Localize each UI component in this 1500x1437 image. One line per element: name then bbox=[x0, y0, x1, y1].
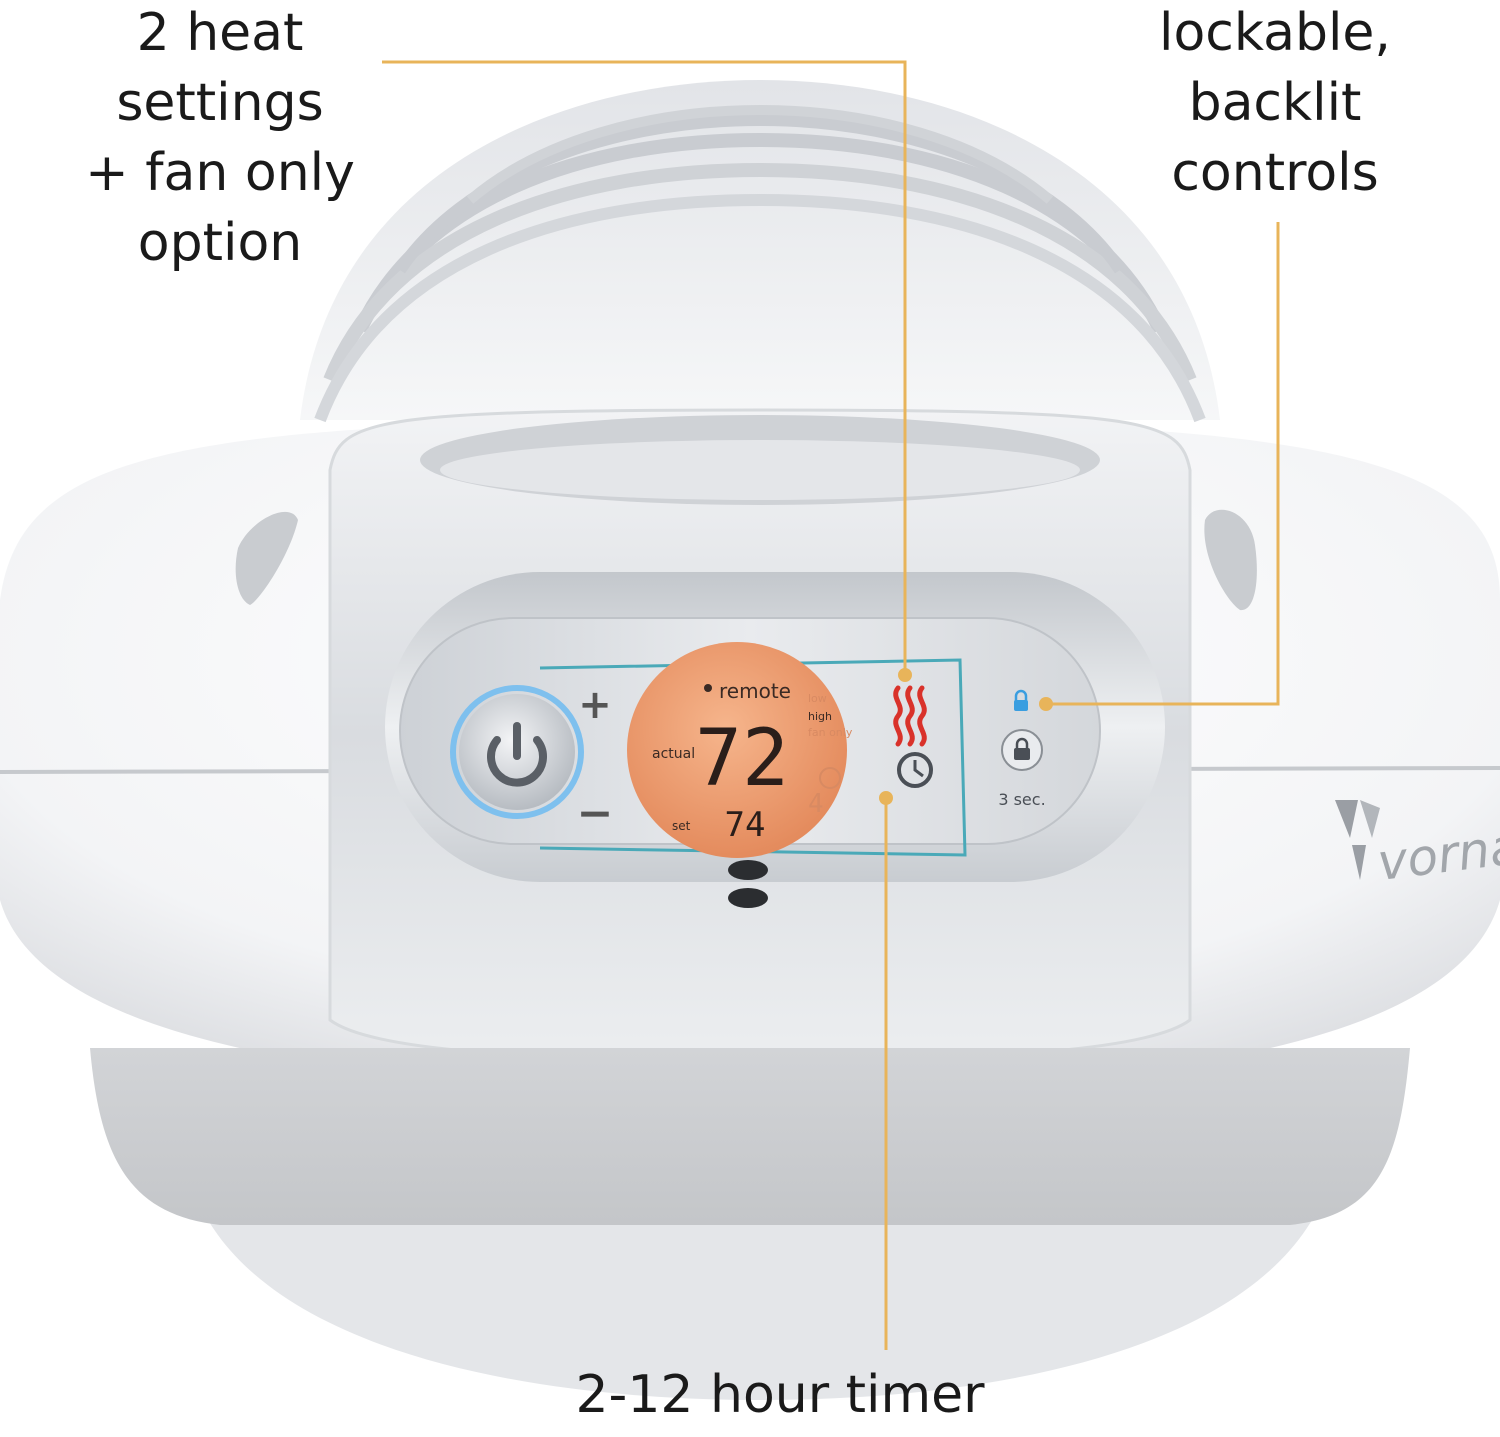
lcd-display: remote low high fan only actual 72 set 7… bbox=[627, 642, 853, 858]
lock-button[interactable] bbox=[1001, 729, 1043, 771]
temp-down-button[interactable]: − bbox=[577, 788, 614, 839]
timer-callout-dot bbox=[879, 791, 893, 805]
heat-button[interactable] bbox=[893, 685, 927, 747]
heat-icon bbox=[893, 685, 903, 747]
callout-heat-line-4: option bbox=[137, 213, 303, 273]
front-shelf bbox=[90, 1048, 1410, 1225]
lcd-timer-digit: 4 bbox=[808, 789, 824, 819]
callout-timer: 2-12 hour timer bbox=[575, 1365, 985, 1425]
lcd-set-label: set bbox=[672, 819, 691, 833]
lock-hold-label: 3 sec. bbox=[998, 790, 1045, 809]
rear-grille bbox=[300, 80, 1220, 423]
sensor-hole-bottom bbox=[728, 888, 768, 908]
lock-callout-dot bbox=[1039, 697, 1053, 711]
callout-lock-line-2: backlit bbox=[1188, 73, 1362, 133]
clock-icon bbox=[897, 752, 933, 788]
callout-lock-line-3: controls bbox=[1171, 143, 1379, 203]
callout-heat-settings: 2 heat settings + fan only option bbox=[40, 0, 400, 278]
backlit-lock-icon bbox=[1014, 700, 1028, 711]
callout-heat-line-2: settings bbox=[116, 73, 324, 133]
carry-handle-inner bbox=[440, 440, 1080, 500]
lcd-mode-fan: fan only bbox=[808, 726, 853, 739]
callout-heat-line-3: + fan only bbox=[85, 143, 355, 203]
lock-icon bbox=[1014, 748, 1030, 760]
power-button[interactable] bbox=[450, 685, 584, 819]
callout-heat-line-1: 2 heat bbox=[136, 3, 304, 63]
timer-button[interactable] bbox=[897, 752, 933, 788]
remote-icon bbox=[704, 684, 712, 692]
lock-indicator bbox=[1014, 689, 1028, 711]
lcd-mode-low: low bbox=[808, 692, 827, 705]
lcd-set-temp: 74 bbox=[725, 805, 766, 845]
callout-lockable-controls: lockable, backlit controls bbox=[1120, 0, 1430, 208]
power-icon bbox=[487, 736, 547, 787]
lcd-actual-label: actual bbox=[652, 746, 695, 762]
sensor-hole-top bbox=[728, 860, 768, 880]
lcd-actual-temp: 72 bbox=[695, 714, 789, 804]
heat-callout-dot bbox=[898, 668, 912, 682]
lcd-mode-high: high bbox=[808, 710, 832, 723]
callout-lines bbox=[382, 60, 1280, 1350]
lcd-remote-label: remote bbox=[719, 679, 791, 703]
lcd-timer-icon bbox=[819, 767, 841, 789]
right-vent bbox=[1204, 509, 1257, 611]
temp-up-button[interactable]: + bbox=[578, 682, 612, 728]
base-bottom bbox=[190, 1180, 1330, 1400]
left-vent bbox=[235, 511, 298, 605]
callout-lock-line-1: lockable, bbox=[1159, 3, 1391, 63]
